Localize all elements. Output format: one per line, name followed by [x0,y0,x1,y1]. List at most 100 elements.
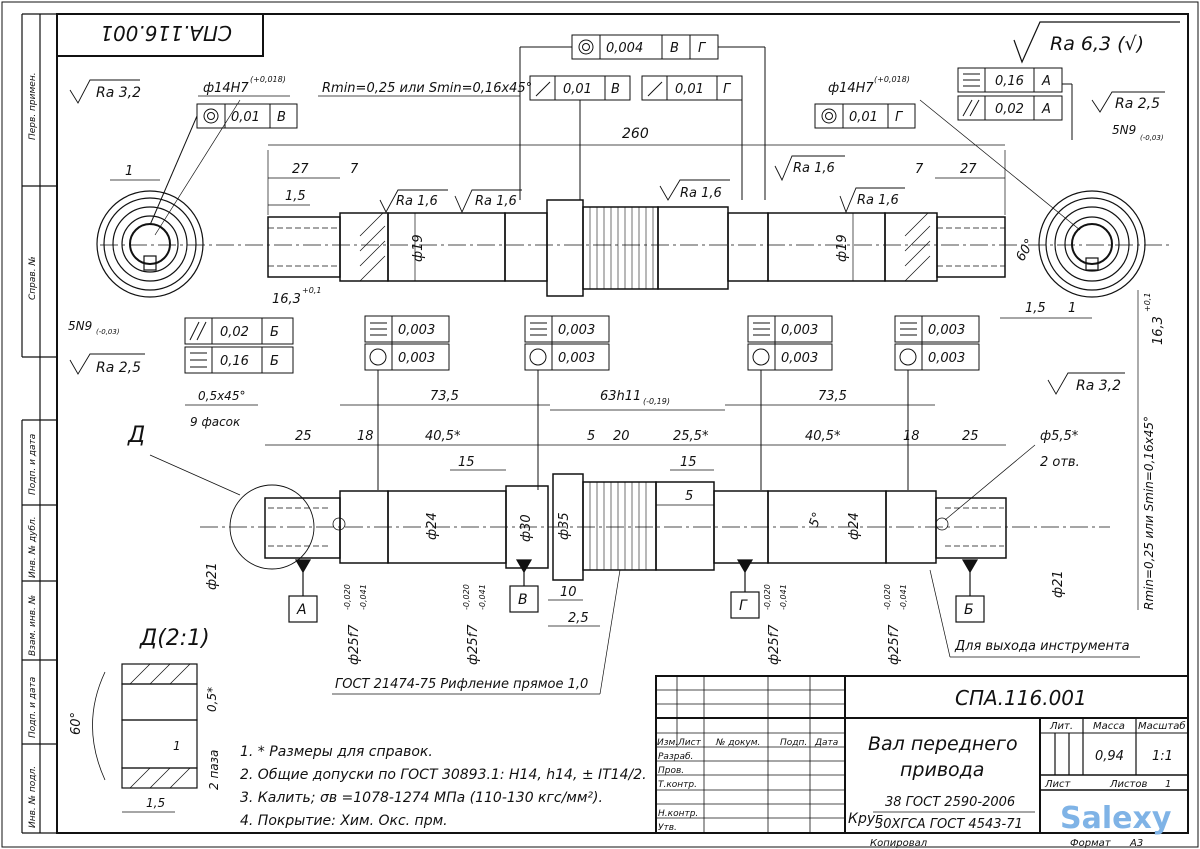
side-strip: Перв. примен. Справ. № Подп. и дата Инв.… [21,13,57,834]
dim-1-left: 1 [125,164,133,179]
frame-tol: 0,01 [563,82,592,97]
view-label: Д [127,423,145,448]
knurl-note: ГОСТ 21474-75 Рифление прямое 1,0 [335,677,588,692]
dim-1-5-right: 1,5 [1025,301,1046,316]
left-end-view [96,190,204,298]
detail-circle [229,484,315,570]
frame-base: Г [698,41,707,56]
frame-tol: 0,003 [398,351,435,366]
tolerance-frames: 0,004 В Г 0,01 В 0,01 Г 0,01 В 0,01 Г [149,34,1073,490]
dim-chamfer-count: 9 фасок [190,415,241,429]
frame-base: А [1041,74,1051,89]
part-name-2: привода [900,759,984,781]
dim-bore-right: ф14H7 [828,81,874,96]
main-knurl [589,482,647,570]
main-view: Д 73,5 63h11 (-0,19) 73,5 0,5x45° 9 фасо… [127,389,1140,695]
frame-tol: 0,02 [220,325,249,340]
frame-tol: 0,003 [558,323,595,338]
material-1: 38 ГОСТ 2590-2006 [885,795,1015,810]
dim-bore-left-tol: (+0,018) [250,75,286,84]
dim-f25-d-up: -0,020 [883,584,892,610]
side-label: Перв. примен. [28,72,38,140]
scale-label: Масштаб [1138,720,1186,732]
detail-dim-15: 1,5 [146,796,165,810]
detail-dim-60: 60° [69,712,84,735]
detail-view: Д(2:1) 60° 0,5* 1 2 паза 1,5 [69,626,221,813]
dim-f25-c-lo: -0,041 [779,584,788,610]
tool-note: Для выхода инструмента [954,639,1130,654]
col-sign: Подп. [780,738,807,748]
frame-base: В [670,41,679,56]
dim-25-left: 25 [295,429,312,444]
dim-d24-left: ф24 [425,512,440,540]
dim-bore-right-tol: (+0,018) [874,75,910,84]
side-label: Инв. № подл. [28,766,38,828]
dim-73-5-left: 73,5 [430,389,459,404]
dim-key-right-tol: (-0,03) [1140,134,1164,142]
format-label: Формат [1070,838,1112,849]
dim-16-3-left: 16,3 [272,292,301,307]
dim-d30: ф30 [519,514,534,542]
frame-base: А [1041,102,1051,117]
inverted-doc-box: СПА.116.001 [56,13,264,57]
roughness-ra16: Ra 1,6 [475,194,517,209]
datum-label: Г [739,598,748,614]
roughness-ra16: Ra 1,6 [793,161,835,176]
roughness-ra32-left: Ra 3,2 [96,85,141,101]
dim-1-5-left: 1,5 [285,189,306,204]
row-razrab: Разраб. [658,752,693,762]
roughness-ra16: Ra 1,6 [680,186,722,201]
dim-key-left-tol: (-0,03) [96,328,120,336]
dim-2-5: 2,5 [568,611,589,626]
roughness-ra16: Ra 1,6 [857,193,899,208]
dim-40-5-right: 40,5* [805,429,841,444]
dim-7-right: 7 [915,162,924,177]
part-name-1: Вал переднего [868,733,1018,755]
dim-27-left: 27 [292,162,309,177]
dim-25-right: 25 [962,429,979,444]
frame-base: Г [723,82,732,97]
datum-label: А [296,602,307,618]
frame-tol: 0,003 [781,323,818,338]
sheet-label: Лист [1044,779,1072,790]
row-prov: Пров. [658,766,684,776]
dim-hole: ф5,5* [1040,429,1079,444]
dim-f25-d-lo: -0,041 [899,584,908,610]
frame-tol: 0,16 [220,354,249,369]
datum-g: Г [730,559,760,619]
dim-d35: ф35 [557,512,572,540]
main-shaft [264,473,1007,581]
dim-f25-a-lo: -0,041 [359,584,368,610]
dim-key-right: 5N9 [1112,123,1136,137]
dim-63h11: 63h11 [600,389,641,404]
form-frame-3: 0,003 0,003 [747,315,833,490]
material-2: 30ХГСА ГОСТ 4543-71 [875,817,1023,832]
dim-f25-b-up: -0,020 [462,584,471,610]
detail-dim-05: 0,5* [205,687,219,712]
form-frame-1: 0,003 0,003 [364,315,450,490]
dim-f25-b: ф25f7 [466,624,481,665]
mass-value: 0,94 [1095,749,1124,764]
general-roughness: Ra 6,3 (√) [1013,21,1180,64]
sheets-label: Листов [1109,779,1147,790]
form-frame-4: 0,003 0,003 [894,315,980,490]
dim-f25-c-up: -0,020 [763,584,772,610]
dim-5-top: 5 [587,429,595,444]
roughness-ra25-left: Ra 2,5 [96,360,141,376]
dim-16-3-left-tol: +0,1 [302,286,321,295]
rmin-note: Rmin=0,25 или Smin=0,16x45° [322,81,532,96]
note-4: 4. Покрытие: Хим. Окс. прм. [240,813,448,829]
form-frame-2: 0,003 0,003 [524,315,610,490]
scale-value: 1:1 [1152,749,1173,764]
frame-base: В [611,82,620,97]
dim-27-right: 27 [960,162,977,177]
frame-tol: 0,003 [398,323,435,338]
dim-5-mid: 5 [685,489,693,504]
side-label: Подп. и дата [28,677,38,738]
note-3: 3. Калить; σв =1078-1274 МПа (110-130 кг… [240,790,603,806]
drawing-frame [56,13,1189,834]
material-prefix: Круг [848,811,883,827]
datum-label: В [518,592,528,608]
dim-d21-left: ф21 [205,562,220,590]
